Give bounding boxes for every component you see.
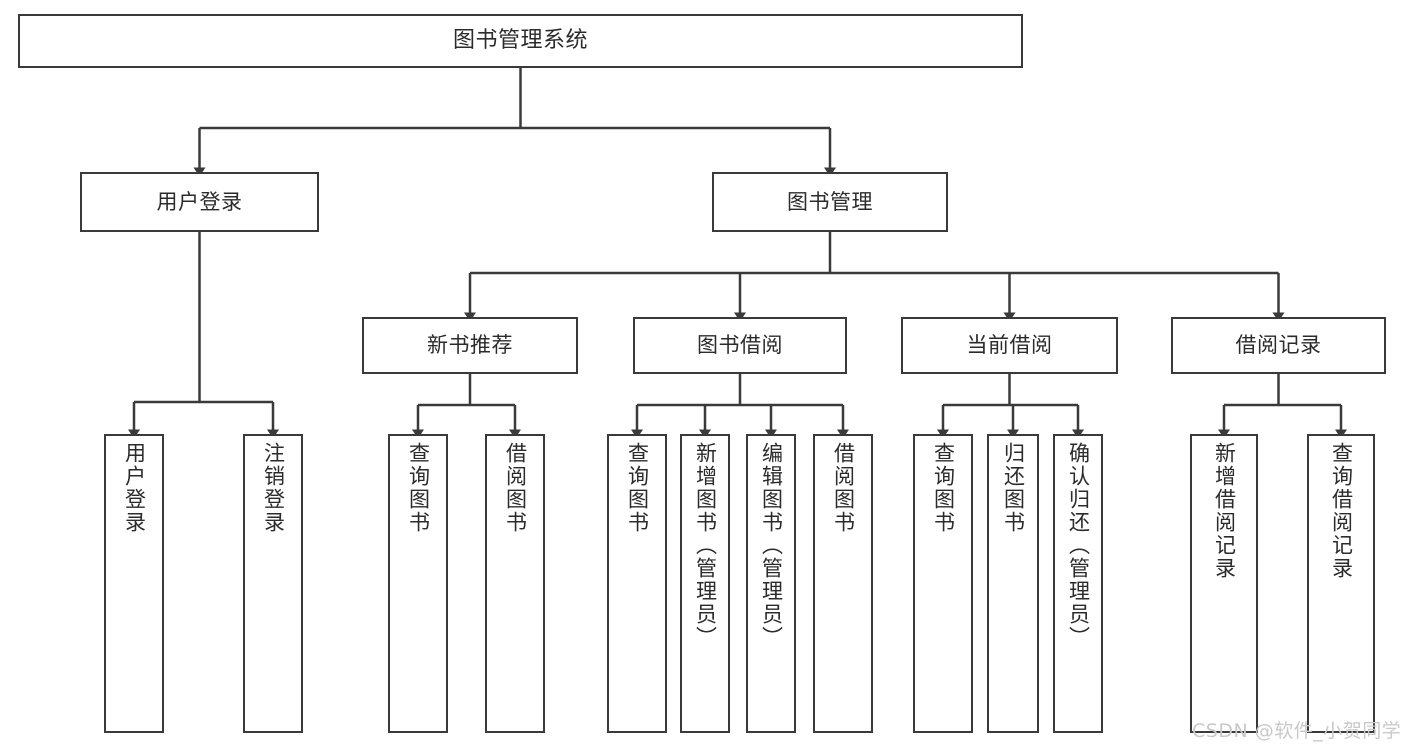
node-label: 借阅图书 — [831, 442, 856, 534]
node-leaf-search-record[interactable]: 查询借阅记录 — [1307, 434, 1375, 733]
node-root[interactable]: 图书管理系统 — [18, 14, 1023, 68]
node-label: 查询图书 — [625, 442, 650, 534]
node-label: 用户登录 — [156, 189, 243, 214]
node-label: 查询借阅记录 — [1329, 442, 1354, 580]
node-leaf-search-book-bor[interactable]: 查询图书 — [607, 434, 667, 733]
node-user-login[interactable]: 用户登录 — [80, 172, 319, 232]
node-label: 用户登录 — [122, 442, 147, 534]
node-label: 注销登录 — [261, 442, 286, 534]
node-label: 图书借阅 — [697, 333, 783, 358]
node-leaf-search-book-cur[interactable]: 查询图书 — [913, 434, 973, 733]
node-current-borrow[interactable]: 当前借阅 — [901, 317, 1118, 374]
node-leaf-return-book[interactable]: 归还图书 — [987, 434, 1039, 733]
node-label: 归还图书 — [1001, 442, 1026, 534]
connector-lines — [128, 68, 1347, 439]
node-label: 当前借阅 — [966, 333, 1053, 358]
node-label: 新增图书（管理员） — [693, 442, 718, 649]
node-leaf-logout[interactable]: 注销登录 — [243, 434, 303, 733]
node-label: 查询图书 — [931, 442, 956, 534]
node-label: 新增借阅记录 — [1212, 442, 1237, 580]
node-leaf-add-record[interactable]: 新增借阅记录 — [1190, 434, 1258, 733]
node-leaf-borrow-book-rec[interactable]: 借阅图书 — [485, 434, 545, 733]
node-label: 借阅图书 — [503, 442, 528, 534]
node-leaf-user-login[interactable]: 用户登录 — [104, 434, 164, 733]
node-borrow-record[interactable]: 借阅记录 — [1171, 317, 1386, 374]
node-leaf-edit-book[interactable]: 编辑图书（管理员） — [746, 434, 796, 733]
node-leaf-borrow-book-bor[interactable]: 借阅图书 — [813, 434, 873, 733]
node-book-borrow[interactable]: 图书借阅 — [633, 317, 847, 374]
node-leaf-add-book[interactable]: 新增图书（管理员） — [680, 434, 730, 733]
node-label: 编辑图书（管理员） — [759, 442, 784, 649]
node-book-management[interactable]: 图书管理 — [712, 172, 948, 232]
node-label: 图书管理 — [787, 189, 873, 214]
node-label: 图书管理系统 — [452, 28, 588, 54]
node-label: 借阅记录 — [1235, 333, 1322, 358]
node-leaf-confirm-return[interactable]: 确认归还（管理员） — [1053, 434, 1103, 733]
node-label: 查询图书 — [406, 442, 431, 534]
node-leaf-search-book-rec[interactable]: 查询图书 — [388, 434, 448, 733]
node-new-book-recommend[interactable]: 新书推荐 — [362, 317, 578, 374]
node-label: 新书推荐 — [427, 333, 513, 358]
node-label: 确认归还（管理员） — [1066, 442, 1091, 649]
watermark: CSDN @软件_小贺同学 — [1192, 720, 1402, 742]
